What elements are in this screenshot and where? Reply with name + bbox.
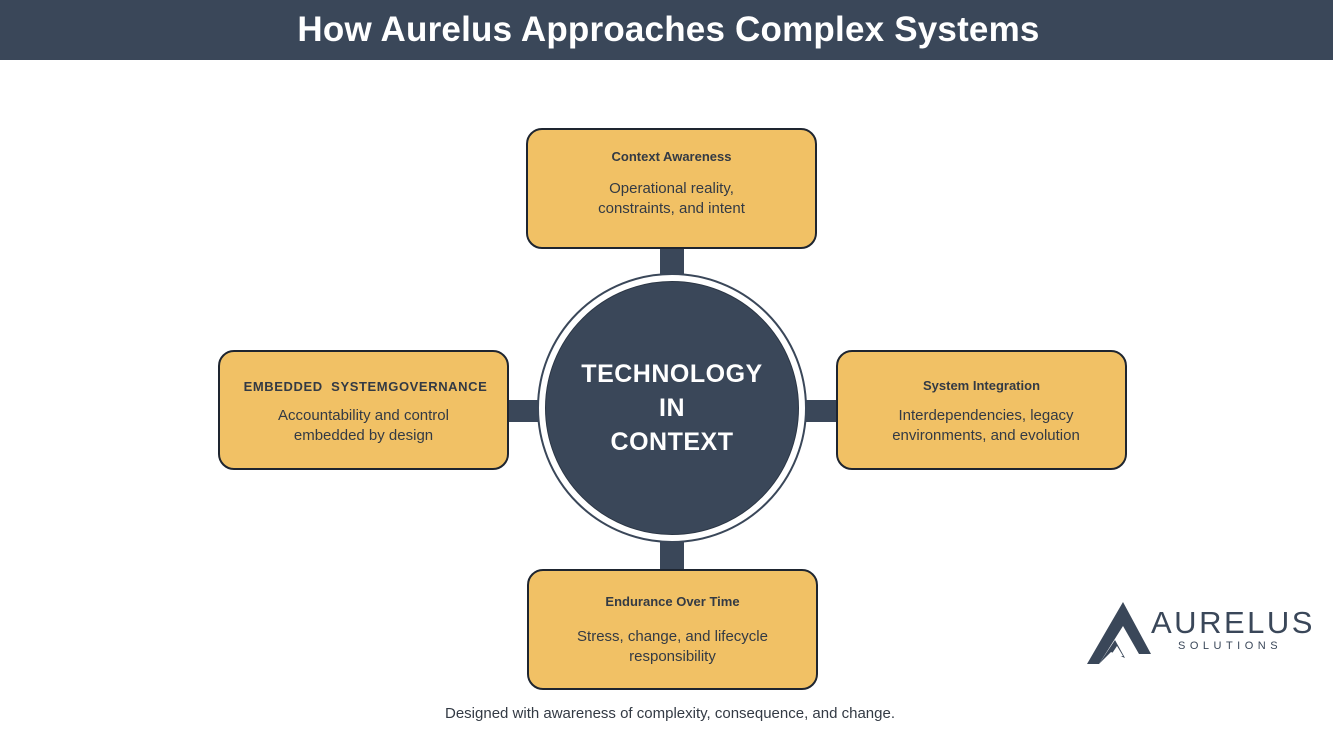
box-title: EMBEDDED SYSTEMGOVERNANCE: [243, 379, 488, 394]
box-title: Endurance Over Time: [605, 594, 740, 609]
footer-caption: Designed with awareness of complexity, c…: [445, 705, 895, 722]
page-header: How Aurelus Approaches Complex Systems: [0, 0, 1333, 60]
connector-right: [798, 400, 838, 422]
box-description: Operational reality, constraints, and in…: [598, 180, 745, 217]
box-description: Interdependencies, legacy environments, …: [892, 407, 1080, 444]
context-awareness-box: Context Awareness Operational reality, c…: [526, 128, 817, 249]
logo-name: AURELUS: [1151, 605, 1315, 640]
diagram: TECHNOLOGY IN CONTEXT Context Awareness …: [0, 60, 1333, 749]
system-integration-box: System Integration Interdependencies, le…: [836, 350, 1127, 470]
box-description: Stress, change, and lifecycle responsibi…: [577, 628, 768, 665]
endurance-over-time-box: Endurance Over Time Stress, change, and …: [527, 569, 818, 690]
aurelus-logo: AURELUS SOLUTIONS: [1085, 598, 1315, 666]
page-title: How Aurelus Approaches Complex Systems: [297, 10, 1040, 49]
logo-subtitle: SOLUTIONS: [1178, 640, 1283, 652]
embedded-system-governance-box: EMBEDDED SYSTEMGOVERNANCE Accountability…: [218, 350, 509, 470]
box-title: System Integration: [922, 378, 1041, 393]
box-title: Context Awareness: [611, 149, 732, 164]
hub-line-3: CONTEXT: [610, 428, 734, 456]
box-description: Accountability and control embedded by d…: [278, 407, 449, 444]
hub-circle: TECHNOLOGY IN CONTEXT: [545, 281, 799, 535]
hub-line-1: TECHNOLOGY: [581, 360, 763, 388]
mountain-a-icon: [1087, 602, 1151, 664]
hub-line-2: IN: [659, 394, 685, 422]
connector-left: [507, 400, 546, 422]
